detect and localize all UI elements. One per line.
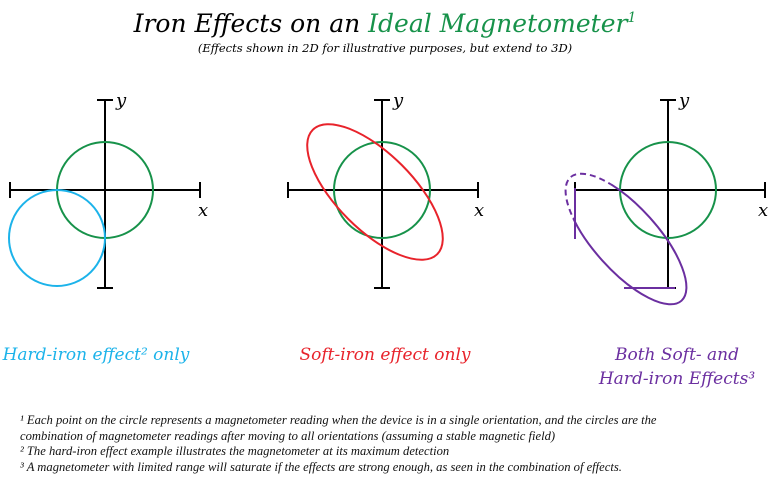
footnote-2: ² The hard-iron effect example illustrat…	[20, 444, 450, 458]
x-axis-label: x	[198, 200, 208, 221]
x-axis-label: x	[474, 200, 484, 221]
y-axis-label: y	[115, 90, 127, 111]
footnote-3: ³ A magnetometer with limited range will…	[20, 459, 622, 474]
footnotes: ¹ Each point on the circle represents a …	[20, 413, 765, 475]
footnote-1b: combination of magnetometer readings aft…	[20, 428, 556, 443]
subtitle: (Effects shown in 2D for illustrative pu…	[198, 41, 572, 55]
footnote-1a: ¹ Each point on the circle represents a …	[20, 413, 657, 427]
combined-label-line1: Both Soft- and	[614, 345, 739, 365]
saturated-ellipse	[564, 172, 688, 306]
panel-soft-iron	[287, 99, 479, 289]
title: Iron Effects on an Ideal Magnetometer1	[133, 9, 637, 38]
hard-iron-circle	[8, 189, 106, 287]
y-axis-label: y	[678, 90, 690, 111]
panel-combined	[564, 99, 766, 306]
hard-iron-label: Hard-iron effect² only	[2, 345, 190, 365]
x-axis-label: x	[758, 200, 768, 221]
ideal-circle	[333, 141, 431, 239]
panel-hard-iron	[8, 99, 201, 289]
y-axis-label: y	[392, 90, 404, 111]
saturated-region-dashed	[564, 172, 688, 306]
soft-iron-ellipse	[306, 123, 444, 261]
combined-label-line2: Hard-iron Effects³	[598, 369, 755, 389]
soft-iron-label: Soft-iron effect only	[299, 345, 470, 365]
